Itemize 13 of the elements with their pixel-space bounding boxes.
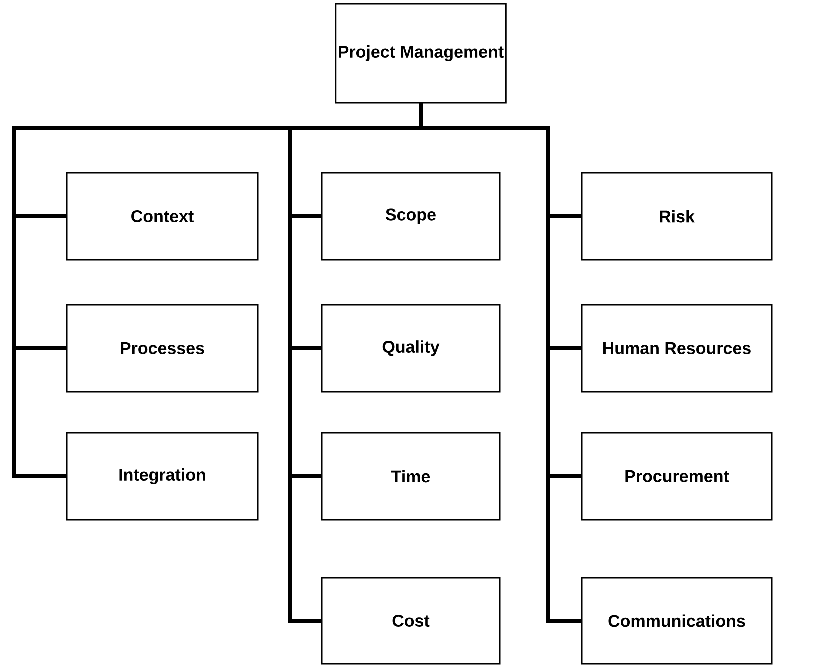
text-box: Communications	[581, 577, 773, 665]
text-box: Integration	[66, 432, 259, 521]
text-box: Cost	[321, 577, 501, 665]
text-box: Quality	[321, 304, 501, 393]
text-box: Processes	[66, 304, 259, 393]
text-box: Human Resources	[581, 304, 773, 393]
connector-line	[419, 104, 582, 623]
text-box: Procurement	[581, 432, 773, 521]
text-box: Time	[321, 432, 501, 521]
text-box: Risk	[581, 172, 773, 261]
text-box: Project Management	[335, 3, 507, 104]
text-box: Scope	[321, 172, 501, 261]
text-box: Context	[66, 172, 259, 261]
